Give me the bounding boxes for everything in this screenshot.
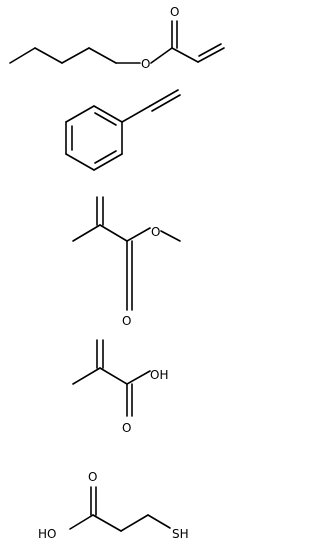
- bond: [69, 514, 94, 530]
- atom-label: HO: [38, 527, 56, 541]
- bond: [150, 47, 173, 64]
- molecule-styrene: [65, 89, 181, 171]
- bond: [93, 105, 123, 123]
- bond: [93, 153, 123, 171]
- bond: [121, 105, 151, 123]
- bond: [65, 153, 95, 171]
- bond: [99, 367, 128, 385]
- structure-canvas: O O O O: [9, 5, 225, 541]
- bond: [65, 105, 95, 123]
- atom-label: O: [122, 314, 131, 328]
- atom-label: O: [170, 5, 179, 19]
- bond: [160, 230, 181, 242]
- bond: [34, 47, 63, 64]
- bond: [94, 112, 117, 126]
- bond: [92, 514, 122, 532]
- bond: [72, 224, 101, 242]
- atom-label: O: [88, 470, 97, 484]
- molecule-butyl-acrylate: O O: [9, 5, 225, 71]
- bond: [61, 47, 90, 64]
- bond: [147, 514, 171, 529]
- bond: [9, 47, 36, 64]
- molecule-3-mercaptopropionic-acid: O HO SH: [38, 470, 189, 541]
- bond: [151, 94, 181, 112]
- molecule-methyl-methacrylate: O O: [72, 196, 181, 328]
- bond: [197, 47, 225, 63]
- bond: [198, 43, 222, 57]
- bond: [99, 224, 128, 242]
- bond: [94, 150, 117, 164]
- bond: [120, 514, 149, 532]
- atom-label: OH: [150, 368, 168, 382]
- bond: [126, 227, 151, 242]
- bond: [88, 47, 117, 64]
- chemical-structures: O O O O: [9, 5, 225, 541]
- molecule-methacrylic-acid: O OH: [72, 339, 168, 435]
- atom-label: O: [151, 225, 160, 239]
- bond: [149, 89, 179, 107]
- atom-label: SH: [172, 527, 189, 541]
- atom-label: O: [141, 57, 150, 71]
- bond: [72, 367, 101, 385]
- bond: [171, 47, 199, 63]
- bond: [126, 370, 151, 385]
- atom-label: O: [122, 421, 131, 435]
